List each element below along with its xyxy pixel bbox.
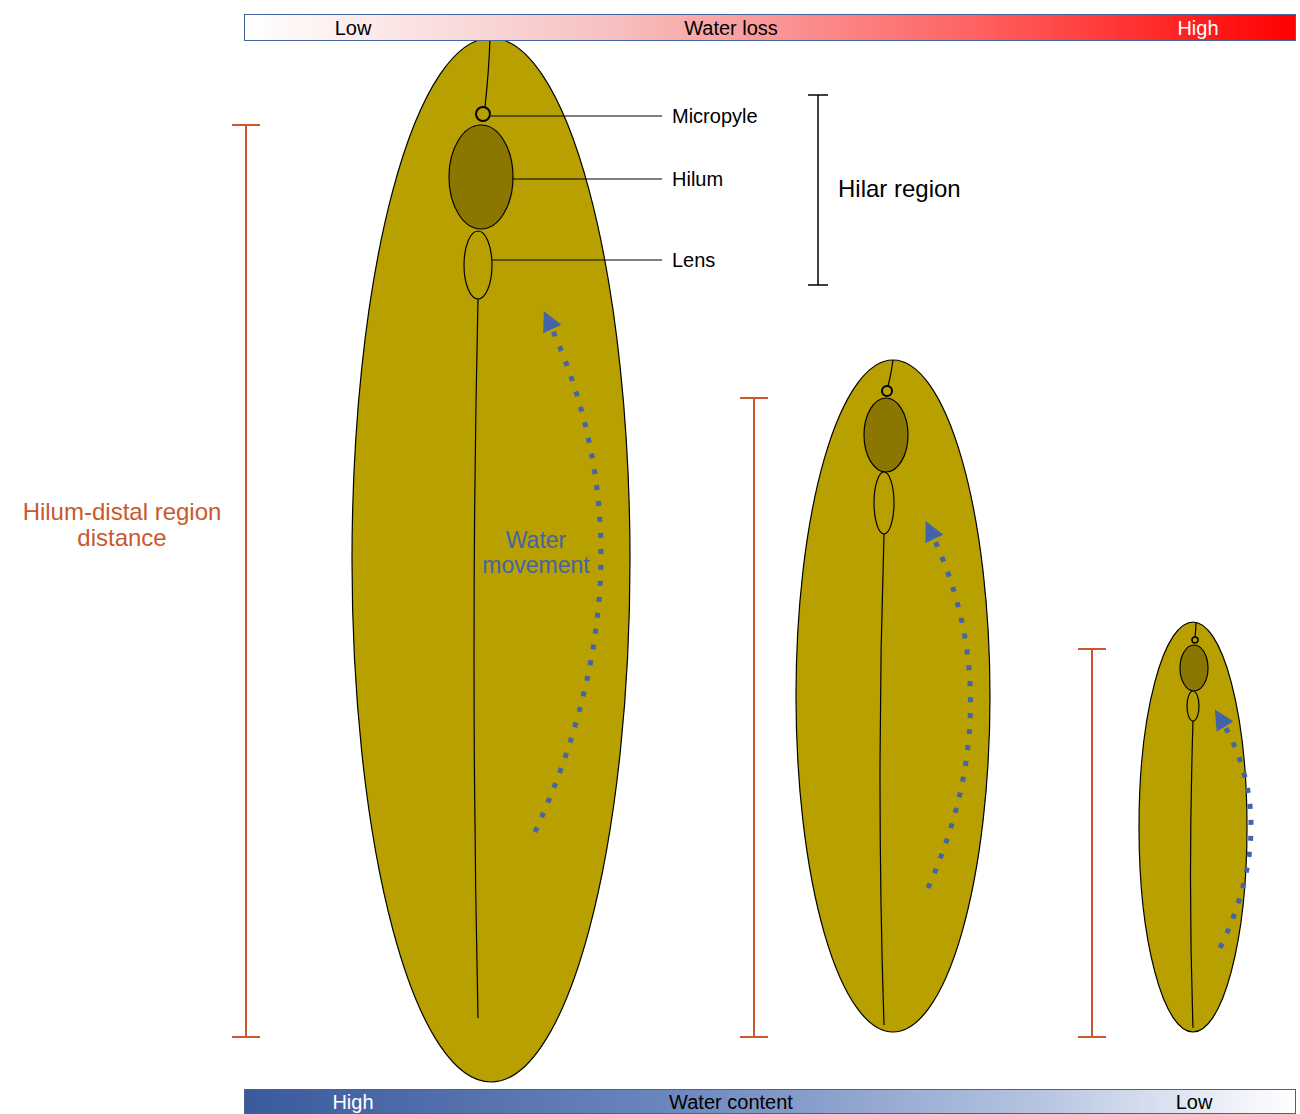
medium-seed: [796, 360, 990, 1032]
bar-text: Water content: [669, 1091, 793, 1113]
part-label: Micropyle: [672, 105, 758, 127]
bar-text: Low: [1176, 1091, 1213, 1113]
small-seed: [1139, 622, 1251, 1032]
bar-text: High: [332, 1091, 373, 1113]
flow-label: Water movement: [476, 528, 596, 579]
water-loss-bar: Low Water loss High: [244, 14, 1296, 41]
water-content-bar: High Water content Low: [244, 1089, 1296, 1114]
bar-text: High: [1177, 17, 1218, 39]
large-seed: [352, 38, 630, 1082]
region-label: Hilar region: [838, 176, 961, 202]
distance-label: Hilum-distal region distance: [4, 499, 240, 552]
region-bracket: [808, 95, 828, 285]
part-label: Hilum: [672, 168, 723, 190]
leader-line: [491, 116, 662, 260]
part-label: Lens: [672, 249, 715, 271]
bar-text: Water loss: [684, 17, 778, 39]
bar-text: Low: [335, 17, 372, 39]
